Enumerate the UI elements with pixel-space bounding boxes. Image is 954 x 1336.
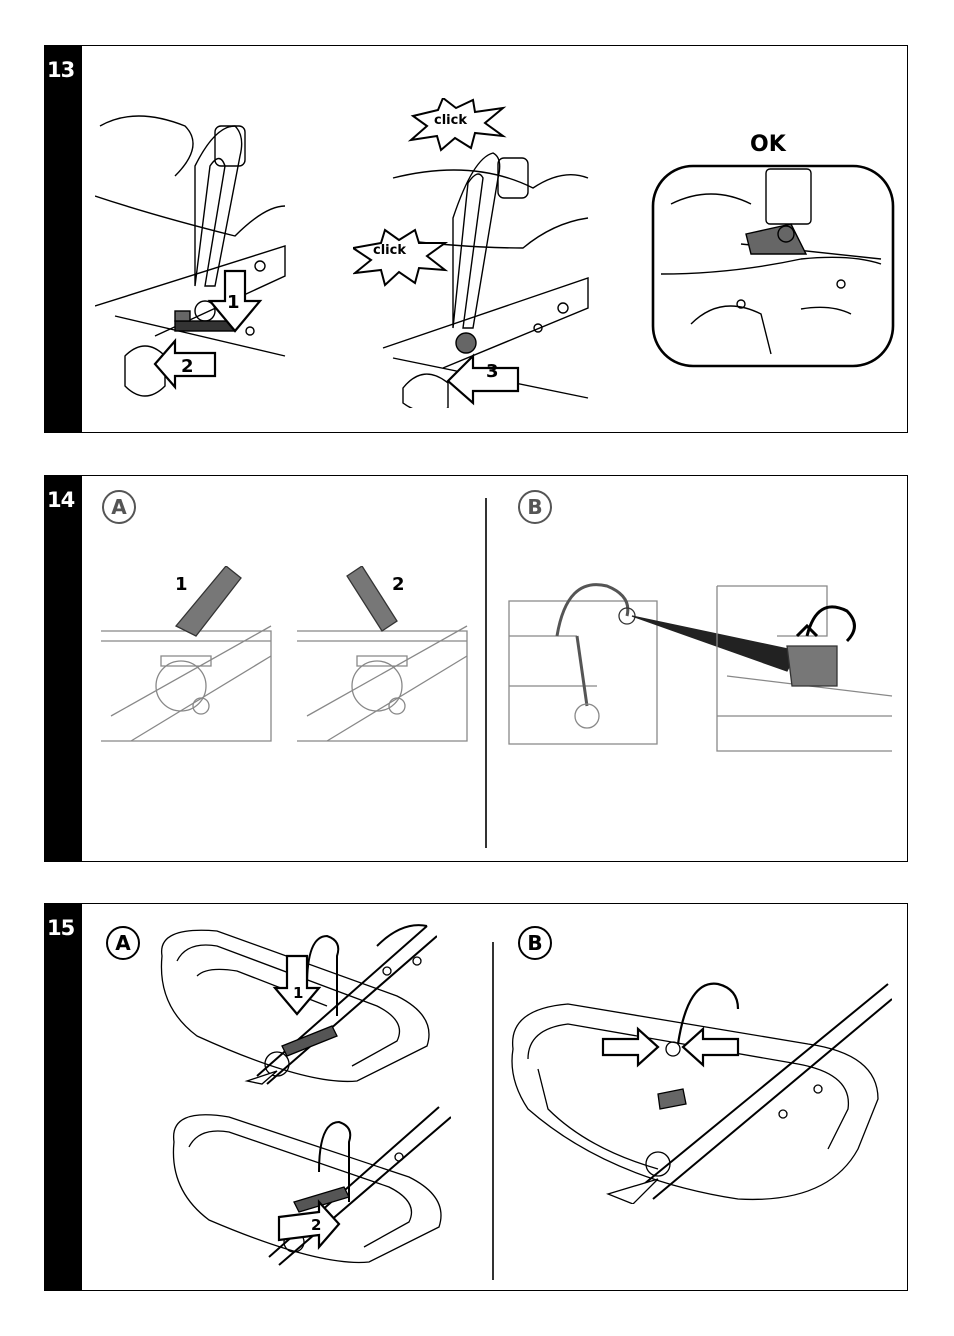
step-15-number: 15 [47, 916, 74, 940]
step-14-stripe: 14 [45, 476, 82, 861]
section-divider [485, 498, 487, 848]
arrow-label-2: 2 [311, 1216, 321, 1234]
step-13-illustration-ok [651, 164, 895, 369]
section-b-label: B [518, 490, 552, 524]
step-15-illustration-a-lock: 1 [157, 916, 437, 1086]
step-13-panel: 13 1 2 [44, 45, 908, 433]
section-b-label: B [518, 926, 552, 960]
step-13-illustration-unlock: 1 2 [95, 106, 295, 406]
step-15-illustration-a-release: 2 [169, 1102, 451, 1267]
section-a-label: A [106, 926, 140, 960]
step-14-illustration-a1 [101, 566, 276, 744]
step-13-number: 13 [47, 58, 74, 82]
step-15-stripe: 15 [45, 904, 82, 1290]
ok-label: OK [750, 132, 786, 157]
step-14-panel: 14 A B 1 2 [44, 475, 908, 862]
arrow-label-1: 1 [175, 574, 188, 595]
click-text-left: click [373, 243, 406, 258]
arrow-label-2: 2 [181, 356, 194, 377]
section-a-label: A [102, 490, 136, 524]
step-14-number: 14 [47, 488, 74, 512]
arrow-label-1: 1 [293, 984, 303, 1002]
step-14-illustration-a2 [297, 566, 472, 744]
arrow-label-3: 3 [486, 361, 499, 382]
step-13-stripe: 13 [45, 46, 82, 432]
step-14-illustration-b [507, 576, 897, 756]
step-15-panel: 15 A B 1 2 [44, 903, 908, 1291]
arrow-label-1: 1 [227, 292, 240, 313]
section-divider [492, 942, 494, 1280]
step-15-illustration-b [508, 969, 892, 1204]
click-text-top: click [434, 113, 467, 128]
step-13-illustration-click: click click 3 [353, 98, 593, 408]
arrow-label-2: 2 [392, 574, 405, 595]
